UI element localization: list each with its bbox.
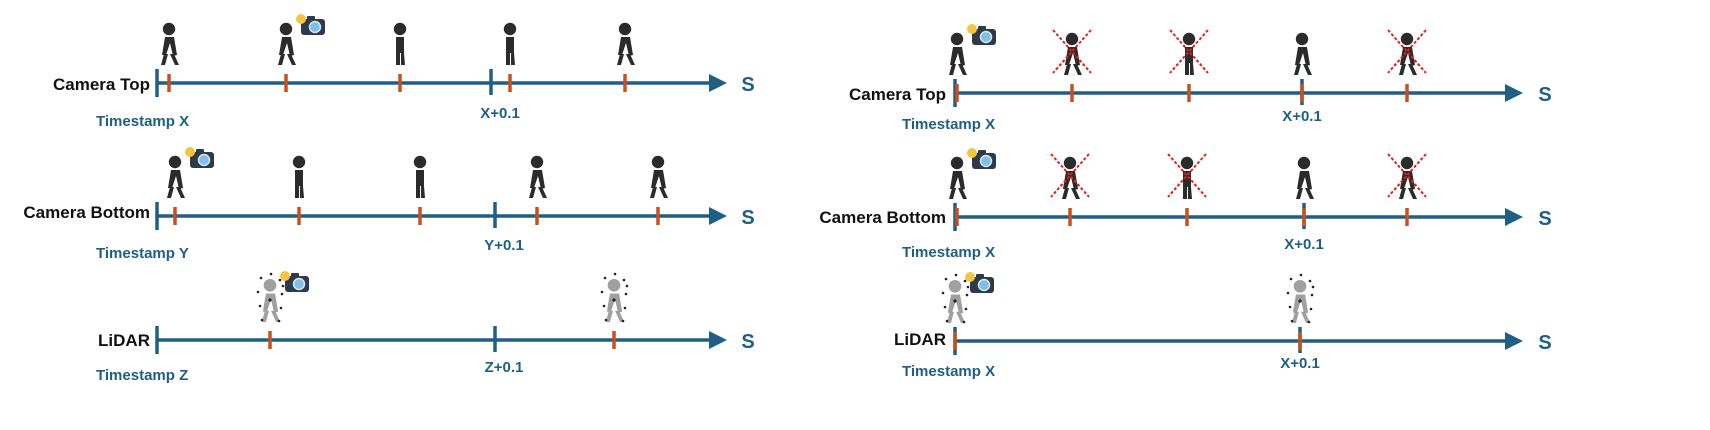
sensor-label: Camera Top xyxy=(849,85,946,104)
axis-end-label: S xyxy=(1538,332,1551,354)
axis-arrow-icon xyxy=(1505,84,1523,102)
timestamp-offset-label: X+0.1 xyxy=(1284,236,1324,253)
camera-capture-icon xyxy=(184,146,215,169)
walking-person-icon xyxy=(1294,32,1312,75)
axis-end-label: S xyxy=(741,74,754,96)
timestamp-offset-label: Y+0.1 xyxy=(484,237,524,254)
timestamp-start-label: Timestamp Z xyxy=(96,367,188,384)
axis-arrow-icon xyxy=(1505,332,1523,350)
axis-arrow-icon xyxy=(709,74,727,92)
timestamp-start-label: Timestamp X xyxy=(902,116,995,133)
standing-person-icon xyxy=(413,155,427,198)
timeline-row-lidar: LiDAR Timestamp X X+0.1 S xyxy=(894,271,1552,380)
walking-person-icon xyxy=(949,32,967,75)
walking-person-icon xyxy=(617,22,635,65)
lidar-person-icon xyxy=(256,272,285,323)
axis-end-label: S xyxy=(741,207,754,229)
sensor-label: LiDAR xyxy=(98,331,150,350)
standing-person-icon xyxy=(292,155,306,198)
lidar-person-icon xyxy=(1286,273,1315,324)
axis-arrow-icon xyxy=(709,331,727,349)
axis-arrow-icon xyxy=(709,207,727,225)
walking-person-icon xyxy=(529,155,547,198)
timestamp-start-label: Timestamp X xyxy=(96,113,189,130)
standing-person-icon xyxy=(503,22,517,65)
standing-person-icon xyxy=(1182,32,1196,75)
sensor-label: Camera Bottom xyxy=(819,208,946,227)
timestamp-start-label: Timestamp X xyxy=(902,244,995,261)
timeline-row-lidar: LiDAR Timestamp Z Z+0.1 S xyxy=(96,270,755,384)
camera-capture-icon xyxy=(966,147,997,170)
timestamp-offset-label: X+0.1 xyxy=(480,105,520,122)
sensor-label: LiDAR xyxy=(894,330,946,349)
walking-person-icon xyxy=(949,156,967,199)
dropped-frame-cross-icon xyxy=(1052,29,1092,74)
walking-person-icon xyxy=(650,155,668,198)
axis-arrow-icon xyxy=(1505,208,1523,226)
camera-capture-icon xyxy=(966,23,997,46)
axis-end-label: S xyxy=(741,331,754,353)
timestamp-start-label: Timestamp X xyxy=(902,363,995,380)
walking-person-icon xyxy=(161,22,179,65)
sensor-label: Camera Top xyxy=(53,75,150,94)
camera-capture-icon xyxy=(964,271,995,294)
axis-end-label: S xyxy=(1538,208,1551,230)
walking-person-icon xyxy=(167,155,185,198)
axis-end-label: S xyxy=(1538,84,1551,106)
dropped-frame-cross-icon xyxy=(1169,29,1209,74)
timestamp-offset-label: X+0.1 xyxy=(1280,355,1320,372)
lidar-person-icon xyxy=(600,272,629,323)
camera-capture-icon xyxy=(279,270,310,293)
walking-person-icon xyxy=(278,22,296,65)
timestamp-offset-label: Z+0.1 xyxy=(485,359,524,376)
timestamp-start-label: Timestamp Y xyxy=(96,245,189,262)
standing-person-icon xyxy=(1180,156,1194,199)
walking-person-icon xyxy=(1296,156,1314,199)
dropped-frame-cross-icon xyxy=(1050,153,1090,198)
camera-capture-icon xyxy=(295,13,326,36)
dropped-frame-cross-icon xyxy=(1167,153,1207,198)
sensor-label: Camera Bottom xyxy=(23,203,150,222)
lidar-person-icon xyxy=(941,273,970,324)
dropped-frame-cross-icon xyxy=(1387,29,1427,74)
standing-person-icon xyxy=(393,22,407,65)
dropped-frame-cross-icon xyxy=(1387,153,1427,198)
timestamp-offset-label: X+0.1 xyxy=(1282,108,1322,125)
